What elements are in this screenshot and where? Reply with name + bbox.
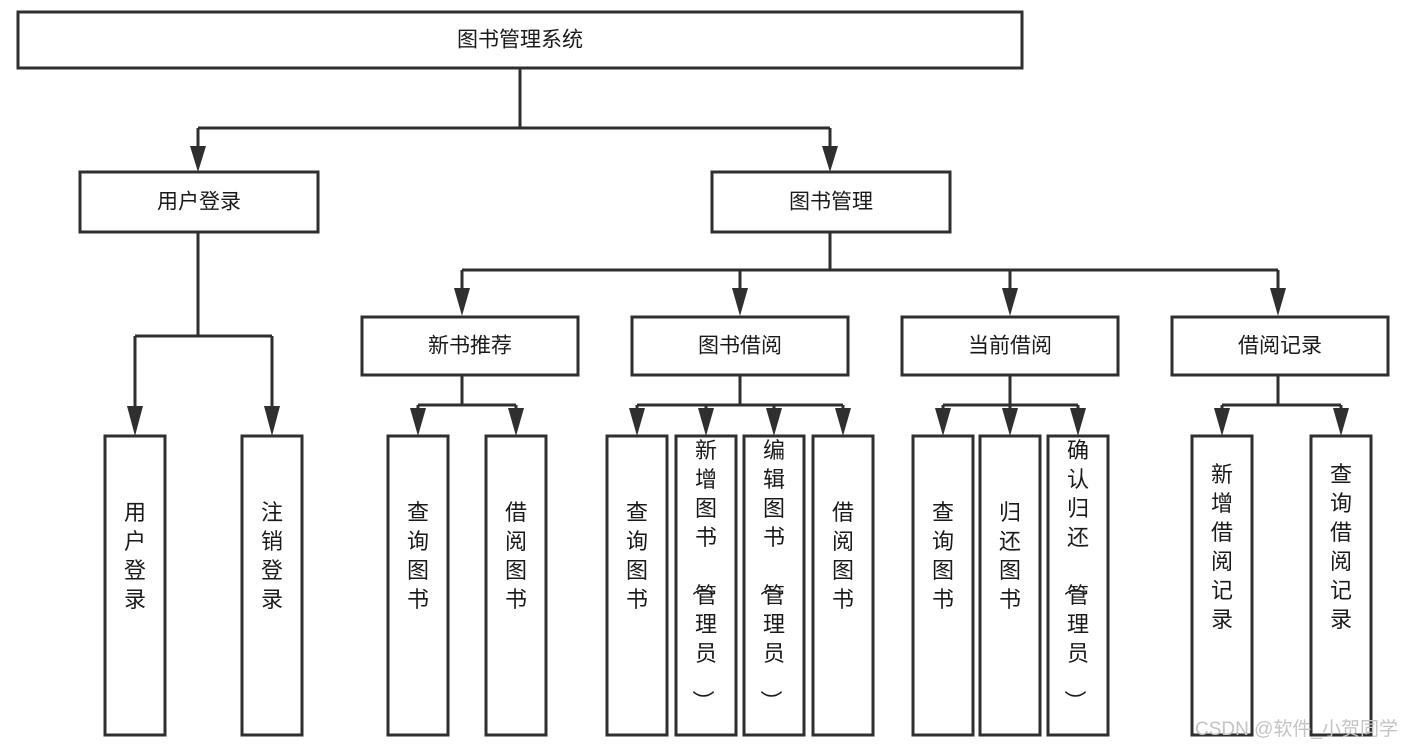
node-book-manage[interactable]: 图书管理 <box>710 170 952 234</box>
leaf-new-book-2[interactable]: 借阅图书 <box>484 434 548 737</box>
node-root-box[interactable] <box>16 10 1024 70</box>
leaf-new-book-1-label: 查询图书 <box>407 500 429 612</box>
connectors-borrowrecord-to-leaves <box>1214 375 1349 436</box>
leaf-book-borrow-1[interactable]: 查询图书 <box>605 434 669 737</box>
leaf-current-borrow-3-label: 确认归还（管理员） <box>1062 438 1089 712</box>
leaf-book-borrow-4-box[interactable] <box>811 434 875 737</box>
leaf-user-login-2-label: 注销登录 <box>261 500 283 612</box>
node-user-login[interactable]: 用户登录 <box>78 170 320 234</box>
leaf-new-book-2-label: 借阅图书 <box>505 500 527 612</box>
connectors-newbook-to-leaves <box>410 375 524 436</box>
node-current-borrow-box[interactable] <box>900 315 1120 377</box>
arrow-borrowrecord-leaf-1 <box>1214 408 1230 436</box>
connectors-userlogin-to-leaves <box>127 232 280 436</box>
leaf-user-login-1[interactable]: 用户登录 <box>103 434 167 737</box>
leaf-current-borrow-1-label: 查询图书 <box>932 500 954 612</box>
leaf-new-book-1-box[interactable] <box>386 434 450 737</box>
arrow-to-book-manage <box>822 146 838 172</box>
arrow-to-new-book <box>454 288 470 316</box>
leaf-user-login-2[interactable]: 注销登录 <box>240 434 304 737</box>
node-book-manage-box[interactable] <box>710 170 952 234</box>
node-user-login-label: 用户登录 <box>157 191 241 214</box>
leaf-current-borrow-3-box[interactable] <box>1046 434 1110 737</box>
leaf-new-book-1[interactable]: 查询图书 <box>386 434 450 737</box>
leaf-current-borrow-1[interactable]: 查询图书 <box>911 434 975 737</box>
arrow-newbook-leaf-2 <box>508 408 524 436</box>
arrow-bookborrow-leaf-4 <box>835 408 851 436</box>
leaf-borrow-record-1-box[interactable] <box>1190 434 1254 737</box>
node-new-book-recommend-box[interactable] <box>360 315 580 377</box>
node-borrow-record-box[interactable] <box>1170 315 1390 377</box>
arrow-bookborrow-leaf-3 <box>766 408 782 436</box>
arrow-to-user-login <box>190 146 206 172</box>
arrow-bookborrow-leaf-2 <box>698 408 714 436</box>
node-borrow-record[interactable]: 借阅记录 <box>1170 315 1390 377</box>
node-borrow-record-label: 借阅记录 <box>1238 335 1322 358</box>
leaf-new-book-2-box[interactable] <box>484 434 548 737</box>
leaf-book-borrow-2-box[interactable] <box>674 434 738 737</box>
csdn-watermark: CSDN @软件_小贺同学 <box>1195 718 1398 740</box>
arrow-currentborrow-leaf-3 <box>1070 408 1086 436</box>
leaf-book-borrow-1-box[interactable] <box>605 434 669 737</box>
arrow-to-book-borrow <box>732 288 748 316</box>
node-current-borrow-label: 当前借阅 <box>968 335 1052 358</box>
node-current-borrow[interactable]: 当前借阅 <box>900 315 1120 377</box>
node-new-book-recommend[interactable]: 新书推荐 <box>360 315 580 377</box>
leaf-borrow-record-1[interactable]: 新增借阅记录 <box>1190 434 1254 737</box>
leaf-book-borrow-3-label: 编辑图书（管理员） <box>758 438 785 712</box>
leaf-book-borrow-3-box[interactable] <box>742 434 806 737</box>
node-root-label: 图书管理系统 <box>457 29 583 52</box>
arrow-currentborrow-leaf-2 <box>1002 408 1018 436</box>
node-user-login-box[interactable] <box>78 170 320 234</box>
leaf-book-borrow-2[interactable]: 新增图书（管理员） <box>674 434 738 737</box>
node-book-borrow[interactable]: 图书借阅 <box>630 315 850 377</box>
arrow-to-leaf-logout <box>264 406 280 436</box>
leaf-book-borrow-3[interactable]: 编辑图书（管理员） <box>742 434 806 737</box>
node-new-book-recommend-label: 新书推荐 <box>428 335 512 358</box>
leaf-current-borrow-3[interactable]: 确认归还（管理员） <box>1046 434 1110 737</box>
leaf-book-borrow-4-label: 借阅图书 <box>832 500 854 612</box>
connectors-bookborrow-to-leaves <box>629 375 851 436</box>
arrow-to-current-borrow <box>1002 288 1018 316</box>
leaf-current-borrow-2-label: 归还图书 <box>999 500 1021 612</box>
leaf-book-borrow-2-label: 新增图书（管理员） <box>690 438 717 712</box>
arrow-newbook-leaf-1 <box>410 408 426 436</box>
arrow-borrowrecord-leaf-2 <box>1333 408 1349 436</box>
connectors-bookmanage-to-level3 <box>454 232 1286 316</box>
leaf-user-login-2-box[interactable] <box>240 434 304 737</box>
leaf-current-borrow-2[interactable]: 归还图书 <box>978 434 1042 737</box>
arrow-to-leaf-user-login <box>127 406 143 436</box>
arrow-bookborrow-leaf-1 <box>629 408 645 436</box>
leaf-current-borrow-1-box[interactable] <box>911 434 975 737</box>
arrow-to-borrow-record <box>1270 288 1286 316</box>
leaf-user-login-1-box[interactable] <box>103 434 167 737</box>
arrow-currentborrow-leaf-1 <box>935 408 951 436</box>
leaf-borrow-record-2[interactable]: 查询借阅记录 <box>1309 434 1373 737</box>
node-book-borrow-box[interactable] <box>630 315 850 377</box>
node-book-borrow-label: 图书借阅 <box>698 335 782 358</box>
leaf-book-borrow-4[interactable]: 借阅图书 <box>811 434 875 737</box>
connectors-currentborrow-to-leaves <box>935 375 1086 436</box>
leaf-borrow-record-2-label: 查询借阅记录 <box>1330 462 1352 632</box>
connectors-root-to-level2 <box>190 68 838 172</box>
leaf-borrow-record-2-box[interactable] <box>1309 434 1373 737</box>
leaf-book-borrow-1-label: 查询图书 <box>626 500 648 612</box>
leaf-user-login-1-label: 用户登录 <box>124 500 146 612</box>
leaf-current-borrow-2-box[interactable] <box>978 434 1042 737</box>
node-root[interactable]: 图书管理系统 <box>16 10 1024 70</box>
node-book-manage-label: 图书管理 <box>789 191 873 214</box>
leaf-borrow-record-1-label: 新增借阅记录 <box>1211 462 1233 632</box>
